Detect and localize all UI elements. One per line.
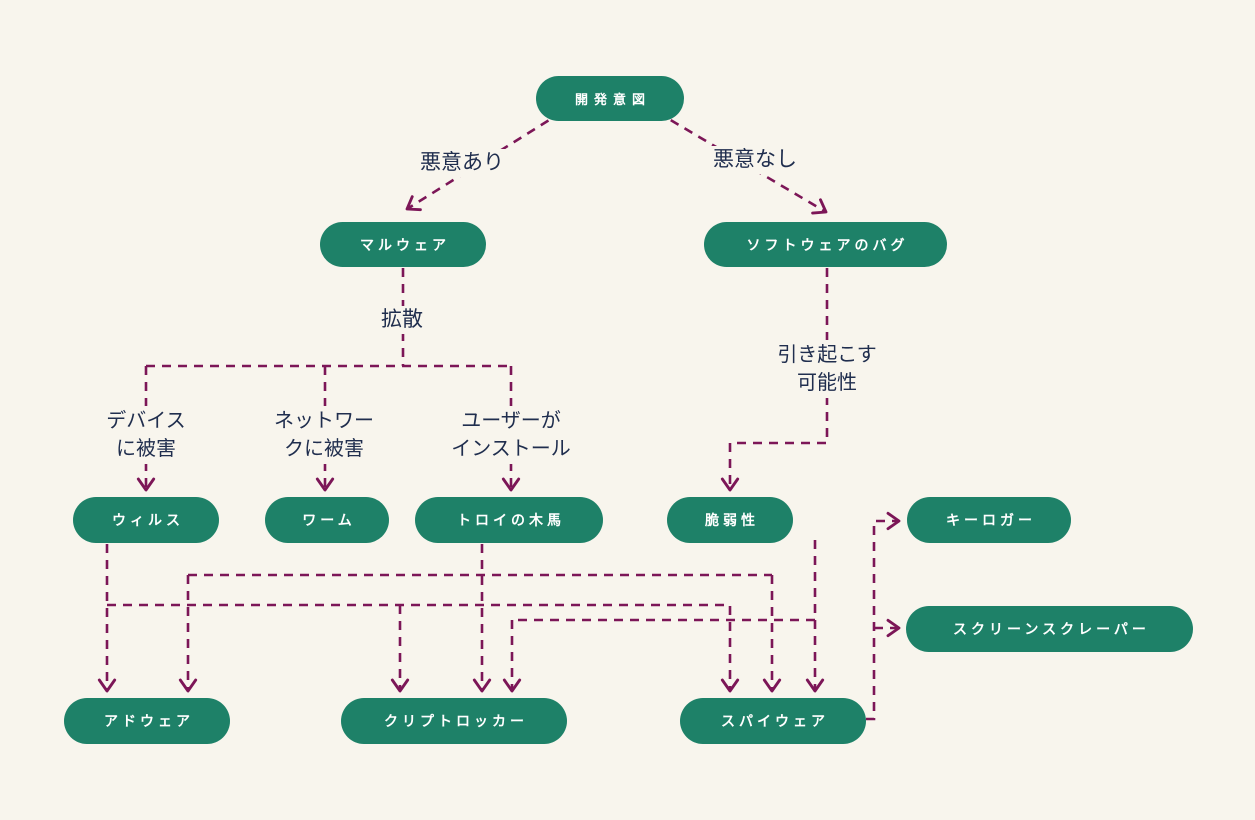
- edge-label-malicious: 悪意あり: [413, 149, 511, 177]
- edge-label-may-cause-line1: 引き起こす: [777, 344, 877, 366]
- edge-label-user-install-line2: インストール: [451, 438, 571, 460]
- edge-label-network-damage: ネットワー クに被害: [267, 406, 381, 464]
- node-virus: ウィルス: [73, 497, 219, 543]
- edge-label-device-damage-line2: に被害: [116, 438, 176, 460]
- edge-label-device-damage: デバイス に被害: [99, 406, 193, 464]
- edge-label-malicious-text: 悪意あり: [420, 151, 504, 174]
- node-development-intent-label: 開発意図: [574, 92, 651, 107]
- node-software-bug: ソフトウェアのバグ: [704, 222, 947, 267]
- edge-intent-malware: [405, 110, 563, 212]
- node-spyware-label: スパイウェア: [721, 713, 829, 729]
- node-screen-scraper-label: スクリーンスクレーパー: [953, 621, 1150, 637]
- edge-label-benign-text: 悪意なし: [713, 148, 797, 171]
- node-trojan-label: トロイの木馬: [457, 512, 565, 528]
- node-cryptolocker-label: クリプトロッカー: [384, 713, 528, 729]
- node-malware-label: マルウェア: [360, 236, 450, 253]
- node-screen-scraper: スクリーンスクレーパー: [906, 606, 1193, 652]
- edge-label-device-damage-line1: デバイス: [106, 410, 186, 432]
- edge-label-user-install-line1: ユーザーが: [461, 410, 561, 432]
- node-adware: アドウェア: [64, 698, 230, 744]
- edge-label-network-damage-line2: クに被害: [284, 438, 364, 460]
- node-adware-label: アドウェア: [104, 713, 194, 729]
- node-virus-label: ウィルス: [112, 512, 184, 528]
- edge-label-may-cause-line2: 可能性: [796, 372, 857, 394]
- edge-virus-spyware: [107, 603, 740, 693]
- edge-label-benign: 悪意なし: [706, 146, 804, 174]
- node-worm-label: ワーム: [302, 512, 356, 528]
- node-malware: マルウェア: [320, 222, 486, 267]
- edge-label-spread-text: 拡散: [381, 308, 423, 331]
- node-cryptolocker: クリプトロッカー: [341, 698, 567, 744]
- node-spyware: スパイウェア: [680, 698, 866, 744]
- node-vulnerability-label: 脆弱性: [705, 512, 759, 528]
- edge-label-network-damage-line1: ネットワー: [274, 410, 374, 432]
- node-vulnerability: 脆弱性: [667, 497, 793, 543]
- node-software-bug-label: ソフトウェアのバグ: [746, 236, 909, 253]
- node-development-intent: 開発意図: [536, 76, 684, 121]
- node-keylogger-label: キーロガー: [946, 512, 1036, 528]
- edge-label-may-cause: 引き起こす 可能性: [770, 340, 884, 398]
- node-worm: ワーム: [265, 497, 389, 543]
- edge-label-user-install: ユーザーが インストール: [444, 406, 578, 464]
- edge-spyware-keylogger: [866, 511, 901, 721]
- node-keylogger: キーロガー: [907, 497, 1071, 543]
- node-trojan: トロイの木馬: [415, 497, 603, 543]
- edge-label-spread: 拡散: [374, 306, 430, 334]
